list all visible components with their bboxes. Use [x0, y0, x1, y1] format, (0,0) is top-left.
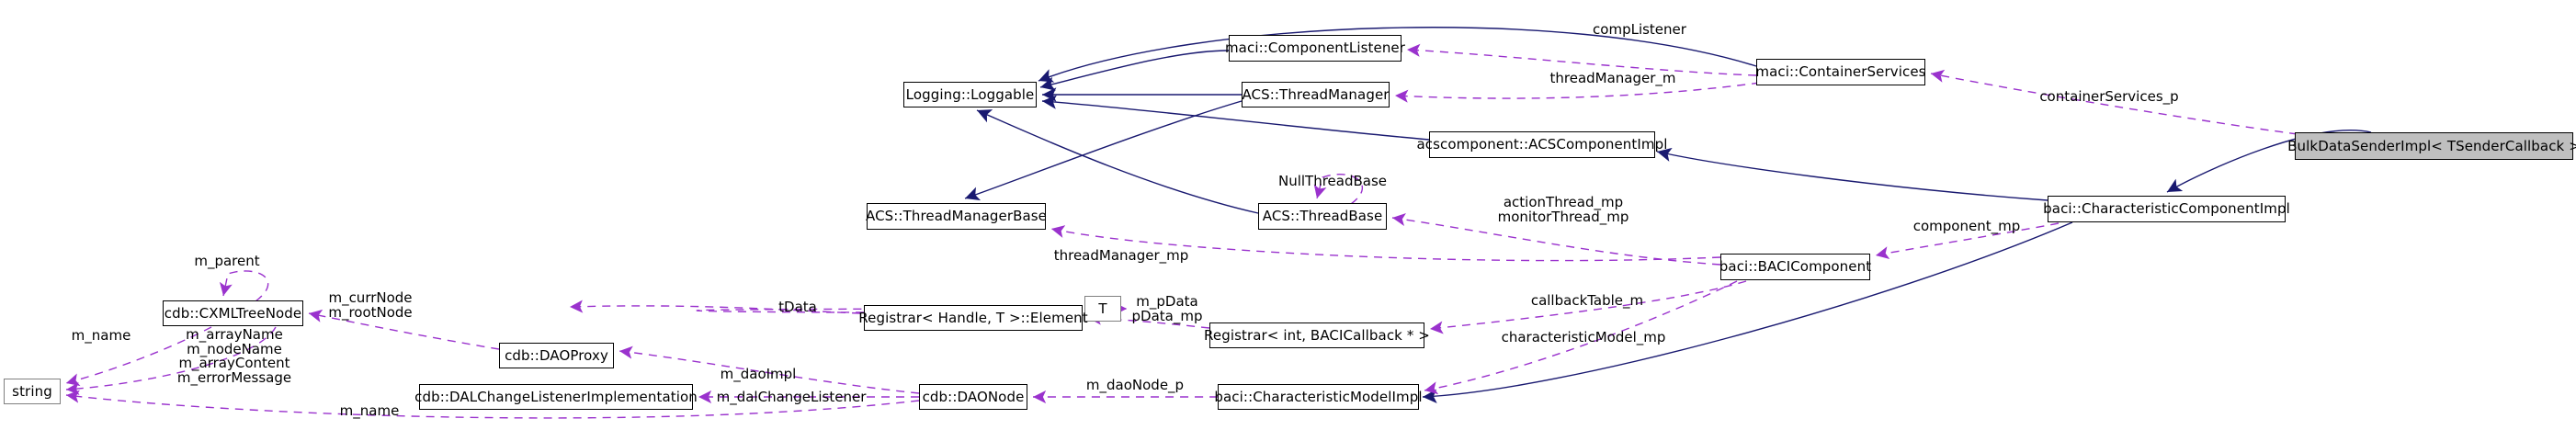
- class-node-label: ACS::ThreadManager: [1242, 85, 1390, 103]
- class-node-label: ACS::ThreadBase: [1262, 208, 1383, 224]
- edge-label: threadManager_mp: [1053, 247, 1189, 264]
- edge-label: m_pData pData_mp: [1131, 293, 1203, 324]
- edge-inheritance-componentlistener-loggable: [1039, 50, 1230, 91]
- class-node-daonode[interactable]: cdb::DAONode: [919, 384, 1027, 410]
- edge-label: characteristicModel_mp: [1501, 329, 1666, 345]
- edge-label: NullThreadBase: [1277, 173, 1388, 189]
- class-node-string[interactable]: string: [4, 379, 61, 404]
- edge-inheritance-charcompimpl-charmodelimpl: [1422, 221, 2073, 403]
- class-node-label: cdb::DALChangeListenerImplementation: [414, 388, 698, 405]
- class-node-bacicomponent[interactable]: baci::BACIComponent: [1719, 254, 1871, 280]
- class-node-tparam[interactable]: T: [1084, 296, 1121, 322]
- edge-label: m_name: [339, 402, 400, 419]
- class-node-label: maci::ContainerServices: [1755, 63, 1926, 80]
- class-node-threadmanager[interactable]: ACS::ThreadManager: [1242, 82, 1390, 108]
- edge-label: m_name: [71, 327, 131, 344]
- class-node-label: cdb::DAOProxy: [505, 346, 608, 364]
- class-node-label: baci::CharacteristicModelImpl: [1214, 388, 1423, 405]
- class-node-containerservices[interactable]: maci::ContainerServices: [1755, 59, 1925, 85]
- edge-label: tData: [778, 299, 817, 315]
- edge-label: containerServices_p: [2039, 88, 2179, 105]
- class-node-label: acscomponent::ACSComponentImpl: [1416, 136, 1668, 153]
- class-node-label: baci::CharacteristicComponentImpl: [2043, 200, 2290, 217]
- class-node-label: Logging::Loggable: [905, 85, 1035, 103]
- edge-inheritance-charcompimpl-acscomponentimpl: [1656, 147, 2048, 201]
- edge-label: compListener: [1593, 21, 1686, 38]
- class-node-label: T: [1098, 300, 1107, 317]
- class-node-loggable[interactable]: Logging::Loggable: [903, 82, 1037, 108]
- edge-label: m_daoImpl: [720, 366, 797, 382]
- edge-inheritance-threadbase-loggable: [976, 109, 1259, 214]
- edge-label: callbackTable_m: [1530, 292, 1644, 309]
- edge-label: m_arrayName m_nodeName m_arrayContent m_…: [176, 326, 292, 386]
- class-node-label: cdb::CXMLTreeNode: [164, 304, 302, 322]
- class-node-registrar_int[interactable]: Registrar< int, BACICallback * >: [1204, 322, 1430, 348]
- class-node-bulkdatasender[interactable]: BulkDataSenderImpl< TSenderCallback >: [2287, 132, 2576, 160]
- class-node-charcompimpl[interactable]: baci::CharacteristicComponentImpl: [2043, 196, 2290, 222]
- edge-label: m_dalChangeListener: [716, 389, 867, 405]
- class-node-componentlistener[interactable]: maci::ComponentListener: [1225, 35, 1405, 62]
- class-node-cxmltreenode[interactable]: cdb::CXMLTreeNode: [163, 300, 303, 326]
- edge-label: actionThread_mp monitorThread_mp: [1497, 194, 1629, 225]
- class-node-label: cdb::DAONode: [922, 388, 1025, 405]
- class-node-label: ACS::ThreadManagerBase: [865, 208, 1048, 224]
- edge-inheritance-threadmanager-tmb: [964, 100, 1243, 201]
- edge-label: m_parent: [194, 253, 260, 269]
- class-node-daoproxy[interactable]: cdb::DAOProxy: [499, 343, 614, 368]
- class-node-charmodelimpl[interactable]: baci::CharacteristicModelImpl: [1214, 384, 1423, 410]
- edge-label: component_mp: [1912, 218, 2021, 234]
- class-node-label: string: [12, 382, 52, 400]
- class-node-label: maci::ComponentListener: [1224, 40, 1406, 56]
- class-node-threadbase[interactable]: ACS::ThreadBase: [1258, 203, 1387, 230]
- class-node-threadmanagerbase[interactable]: ACS::ThreadManagerBase: [866, 203, 1047, 230]
- class-node-dalchangelistener[interactable]: cdb::DALChangeListenerImplementation: [414, 384, 698, 410]
- edge-label: m_daoNode_p: [1085, 377, 1185, 393]
- class-node-registrar_handle[interactable]: Registrar< Handle, T >::Element: [858, 305, 1088, 331]
- edge-label: m_currNode m_rootNode: [328, 289, 413, 321]
- class-node-label: baci::BACIComponent: [1719, 258, 1872, 275]
- class-node-label: BulkDataSenderImpl< TSenderCallback >: [2287, 137, 2576, 154]
- class-node-acscomponentimpl[interactable]: acscomponent::ACSComponentImpl: [1416, 131, 1667, 158]
- edge-label: threadManager_m: [1549, 70, 1676, 86]
- class-node-label: Registrar< int, BACICallback * >: [1204, 326, 1430, 344]
- edge-usage-cxmltreenode-self: [219, 270, 269, 302]
- class-node-label: Registrar< Handle, T >::Element: [858, 309, 1088, 326]
